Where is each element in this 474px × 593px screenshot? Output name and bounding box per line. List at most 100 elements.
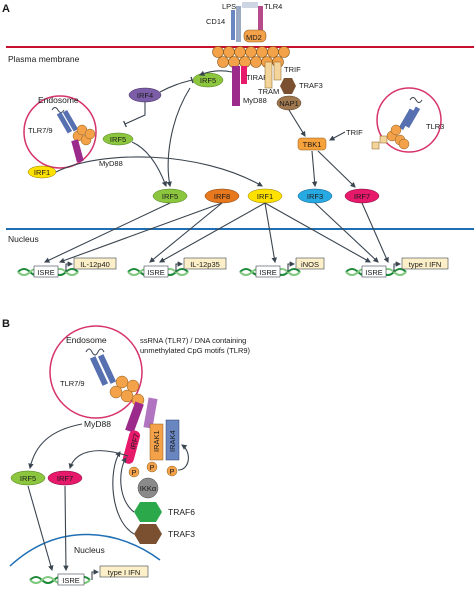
- phospho-label: P: [149, 463, 154, 472]
- gene-box-il12p40: [73, 257, 117, 270]
- irf1-nuc-arrow-2: [264, 202, 277, 264]
- tirap-bar: [241, 66, 247, 84]
- irf4-label: IRF4: [137, 91, 153, 100]
- endosome-left-label: Endosome: [38, 95, 79, 105]
- tir-bead: [115, 375, 129, 389]
- irf7-nuc-arrow: [361, 202, 389, 264]
- irf5-top-label: IRF5: [200, 76, 216, 85]
- myd88-to-irf5-arrow: [198, 70, 233, 76]
- gene-il12p35-label: IL-12p35: [190, 260, 220, 269]
- tir-bead: [84, 128, 96, 140]
- irf5-endo-label: IRF5: [110, 135, 126, 144]
- gene-box-type1ifn: [401, 257, 449, 270]
- lps-label: LPS: [222, 2, 236, 11]
- traf3-b-hexagon: [134, 524, 162, 544]
- traf6-label: TRAF6: [168, 507, 195, 517]
- md2-domain: [243, 29, 267, 43]
- promoter-il12p40: ISRE IL-12p40: [17, 257, 117, 278]
- promoter-inos: ISRE iNOS: [239, 257, 325, 278]
- tram-label: TRAM: [258, 87, 279, 96]
- tir-bead: [245, 46, 257, 58]
- tir-bead: [398, 138, 410, 150]
- tir-bead: [212, 46, 224, 58]
- irf1-row-label: IRF1: [257, 192, 273, 201]
- irf4-inhibit-irf5-arrow: [159, 76, 194, 93]
- tir-bead: [120, 389, 134, 403]
- tbk1-to-irf7-arrow: [317, 150, 356, 188]
- tss-arrow: [393, 261, 402, 272]
- nap1-label: NAP1: [279, 99, 299, 108]
- gene-type1ifn-label: type I IFN: [409, 260, 442, 269]
- trif-bar: [273, 61, 282, 81]
- endosome-left: [23, 95, 97, 169]
- isre-label: ISRE: [259, 268, 277, 277]
- irak4-box: [165, 419, 180, 461]
- irf5-nuc-arrow: [44, 202, 171, 263]
- tlr79-b-label: TLR7/9: [60, 379, 85, 388]
- myd88-left-label: MyD88: [99, 159, 123, 168]
- irak4-label: IRAK4: [168, 430, 177, 452]
- tbk1-label: TBK1: [303, 140, 322, 149]
- cd14-receptor: [231, 10, 235, 40]
- tir-bead: [126, 379, 140, 393]
- myd88-b-label: MyD88: [84, 419, 111, 429]
- traf3-feedback-arrow: [112, 451, 135, 535]
- tlr4-stalk-right: [258, 6, 263, 42]
- lps-block: [242, 2, 258, 8]
- tlr79-b-receptor: [85, 348, 158, 433]
- tlr79-left-label: TLR7/9: [28, 126, 53, 135]
- nap1-to-tbk1-arrow: [288, 109, 306, 137]
- traf6-feedback-arrow: [120, 457, 135, 513]
- isre-box: [255, 265, 281, 278]
- irf5-top-to-row-arrow: [166, 87, 191, 188]
- irf5-endo-pill: [102, 132, 134, 146]
- traf6-hexagon: [134, 502, 162, 522]
- tss-arrow: [175, 261, 184, 272]
- irf5-row-label: IRF5: [162, 192, 178, 201]
- tir-bead: [390, 124, 402, 136]
- isre-b-box: [57, 573, 85, 586]
- ligand-text-line1: ssRNA (TLR7) / DNA containing: [140, 336, 246, 345]
- irf4-inhibit-arrow: [123, 102, 146, 128]
- promoter-type1ifn-b: ISRE type I IFN: [29, 565, 149, 586]
- irak1-label: IRAK1: [152, 430, 161, 452]
- tlr3-rod: [398, 108, 415, 131]
- irf5-b-nuc-arrow: [27, 485, 54, 572]
- tir-bead: [217, 56, 229, 68]
- tir-bead: [256, 46, 268, 58]
- isre-label: ISRE: [147, 268, 165, 277]
- nucleus-b-arc: [9, 533, 161, 567]
- tlr3-rod: [404, 106, 421, 129]
- nucleus-b-label: Nucleus: [74, 545, 105, 555]
- irf7-row-label: IRF7: [354, 192, 370, 201]
- isre-b-label: ISRE: [62, 576, 80, 585]
- plasma-membrane-label: Plasma membrane: [8, 54, 80, 64]
- irak4-loop-arrow: [177, 444, 189, 471]
- irf8-nuc-arrow-1: [58, 202, 223, 264]
- traf3-hexagon: [280, 78, 296, 94]
- tir-bead: [267, 46, 279, 58]
- tlr79-rod: [56, 111, 73, 134]
- md2-label: MD2: [246, 33, 262, 42]
- irf8-nuc-arrow-2: [149, 202, 223, 263]
- gene-b-box: [99, 565, 149, 578]
- isre-label: ISRE: [365, 268, 383, 277]
- isre-label: ISRE: [37, 268, 55, 277]
- irf3-nuc-arrow: [314, 202, 379, 263]
- tir-bead: [223, 46, 235, 58]
- gene-b-label: type I IFN: [108, 568, 141, 577]
- tbk1-box: [297, 137, 327, 151]
- myd88-b-bar: [125, 401, 144, 433]
- traf3-b-label: TRAF3: [168, 529, 195, 539]
- tram-bar: [264, 61, 273, 89]
- trif-right-block: [371, 141, 380, 150]
- gene-box-il12p35: [183, 257, 227, 270]
- tlr79-left-receptor: [51, 107, 96, 163]
- irf7-b-nuc-arrow: [63, 485, 69, 572]
- myd88-to-irf5-b-arrow: [28, 423, 83, 470]
- tf-row: IRF5 IRF8 IRF1 IRF3 IRF7: [152, 188, 380, 204]
- phospho-circle: [128, 466, 140, 478]
- panel-a-label: A: [2, 3, 10, 15]
- irf7-bar-label: IRF7: [128, 432, 141, 450]
